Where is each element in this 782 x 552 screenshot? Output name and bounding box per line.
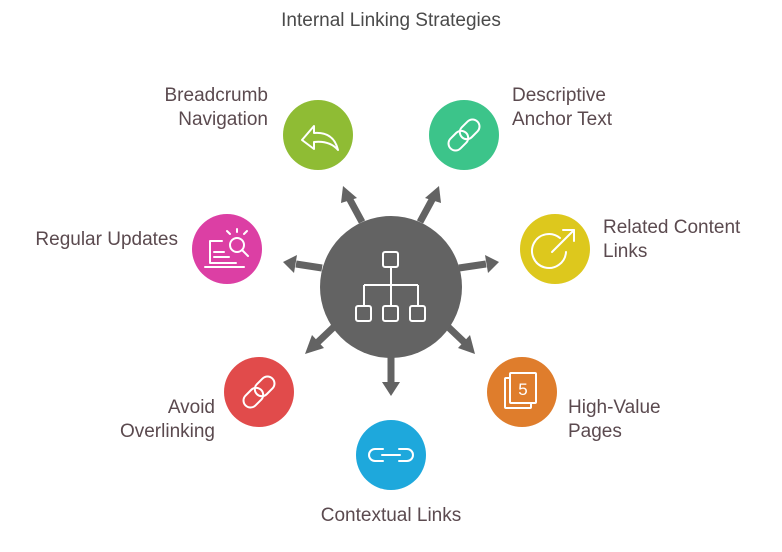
arrow-to-descriptive: [416, 186, 441, 224]
laptop-search-icon: [204, 228, 249, 268]
arrow-to-contextual: [382, 352, 400, 396]
stack-number: 5: [518, 380, 527, 399]
label-regular-updates: Regular Updates: [35, 229, 178, 250]
node-avoid-overlinking: [224, 357, 294, 427]
node-related-content-links: [520, 214, 590, 284]
label-contextual-links: Contextual Links: [320, 505, 462, 526]
avoid-circle: [224, 357, 294, 427]
label-breadcrumb-navigation: Breadcrumb Navigation: [164, 85, 269, 130]
node-contextual-links: [356, 420, 426, 490]
label-high-value-pages: High-Value Pages: [568, 397, 661, 442]
descriptive-circle: [429, 100, 499, 170]
arrow-to-related: [458, 255, 499, 273]
arrow-to-breadcrumb: [341, 186, 366, 224]
node-high-value-pages: 5: [487, 357, 557, 427]
node-descriptive-anchor-text: [429, 100, 499, 170]
return-arrow-icon: [301, 125, 339, 151]
label-descriptive-anchor-text: Descriptive Anchor Text: [512, 85, 612, 130]
link-icon: [368, 448, 414, 462]
node-breadcrumb-navigation: [283, 100, 353, 170]
diagram-title: Internal Linking Strategies: [281, 10, 501, 31]
hub-node: [320, 216, 462, 358]
node-regular-updates: [192, 214, 262, 284]
external-link-arrow-icon: [531, 229, 575, 269]
label-avoid-overlinking: Avoid Overlinking: [119, 397, 215, 442]
numbered-stack-icon: 5: [504, 372, 537, 409]
chain-link-icon: [242, 375, 276, 409]
label-related-content-links: Related Content Links: [603, 217, 741, 262]
regular-circle: [192, 214, 262, 284]
arrow-to-regular: [283, 255, 323, 273]
chain-link-icon: [447, 118, 481, 152]
sitemap-hierarchy-icon: [355, 251, 426, 322]
breadcrumb-circle: [283, 100, 353, 170]
